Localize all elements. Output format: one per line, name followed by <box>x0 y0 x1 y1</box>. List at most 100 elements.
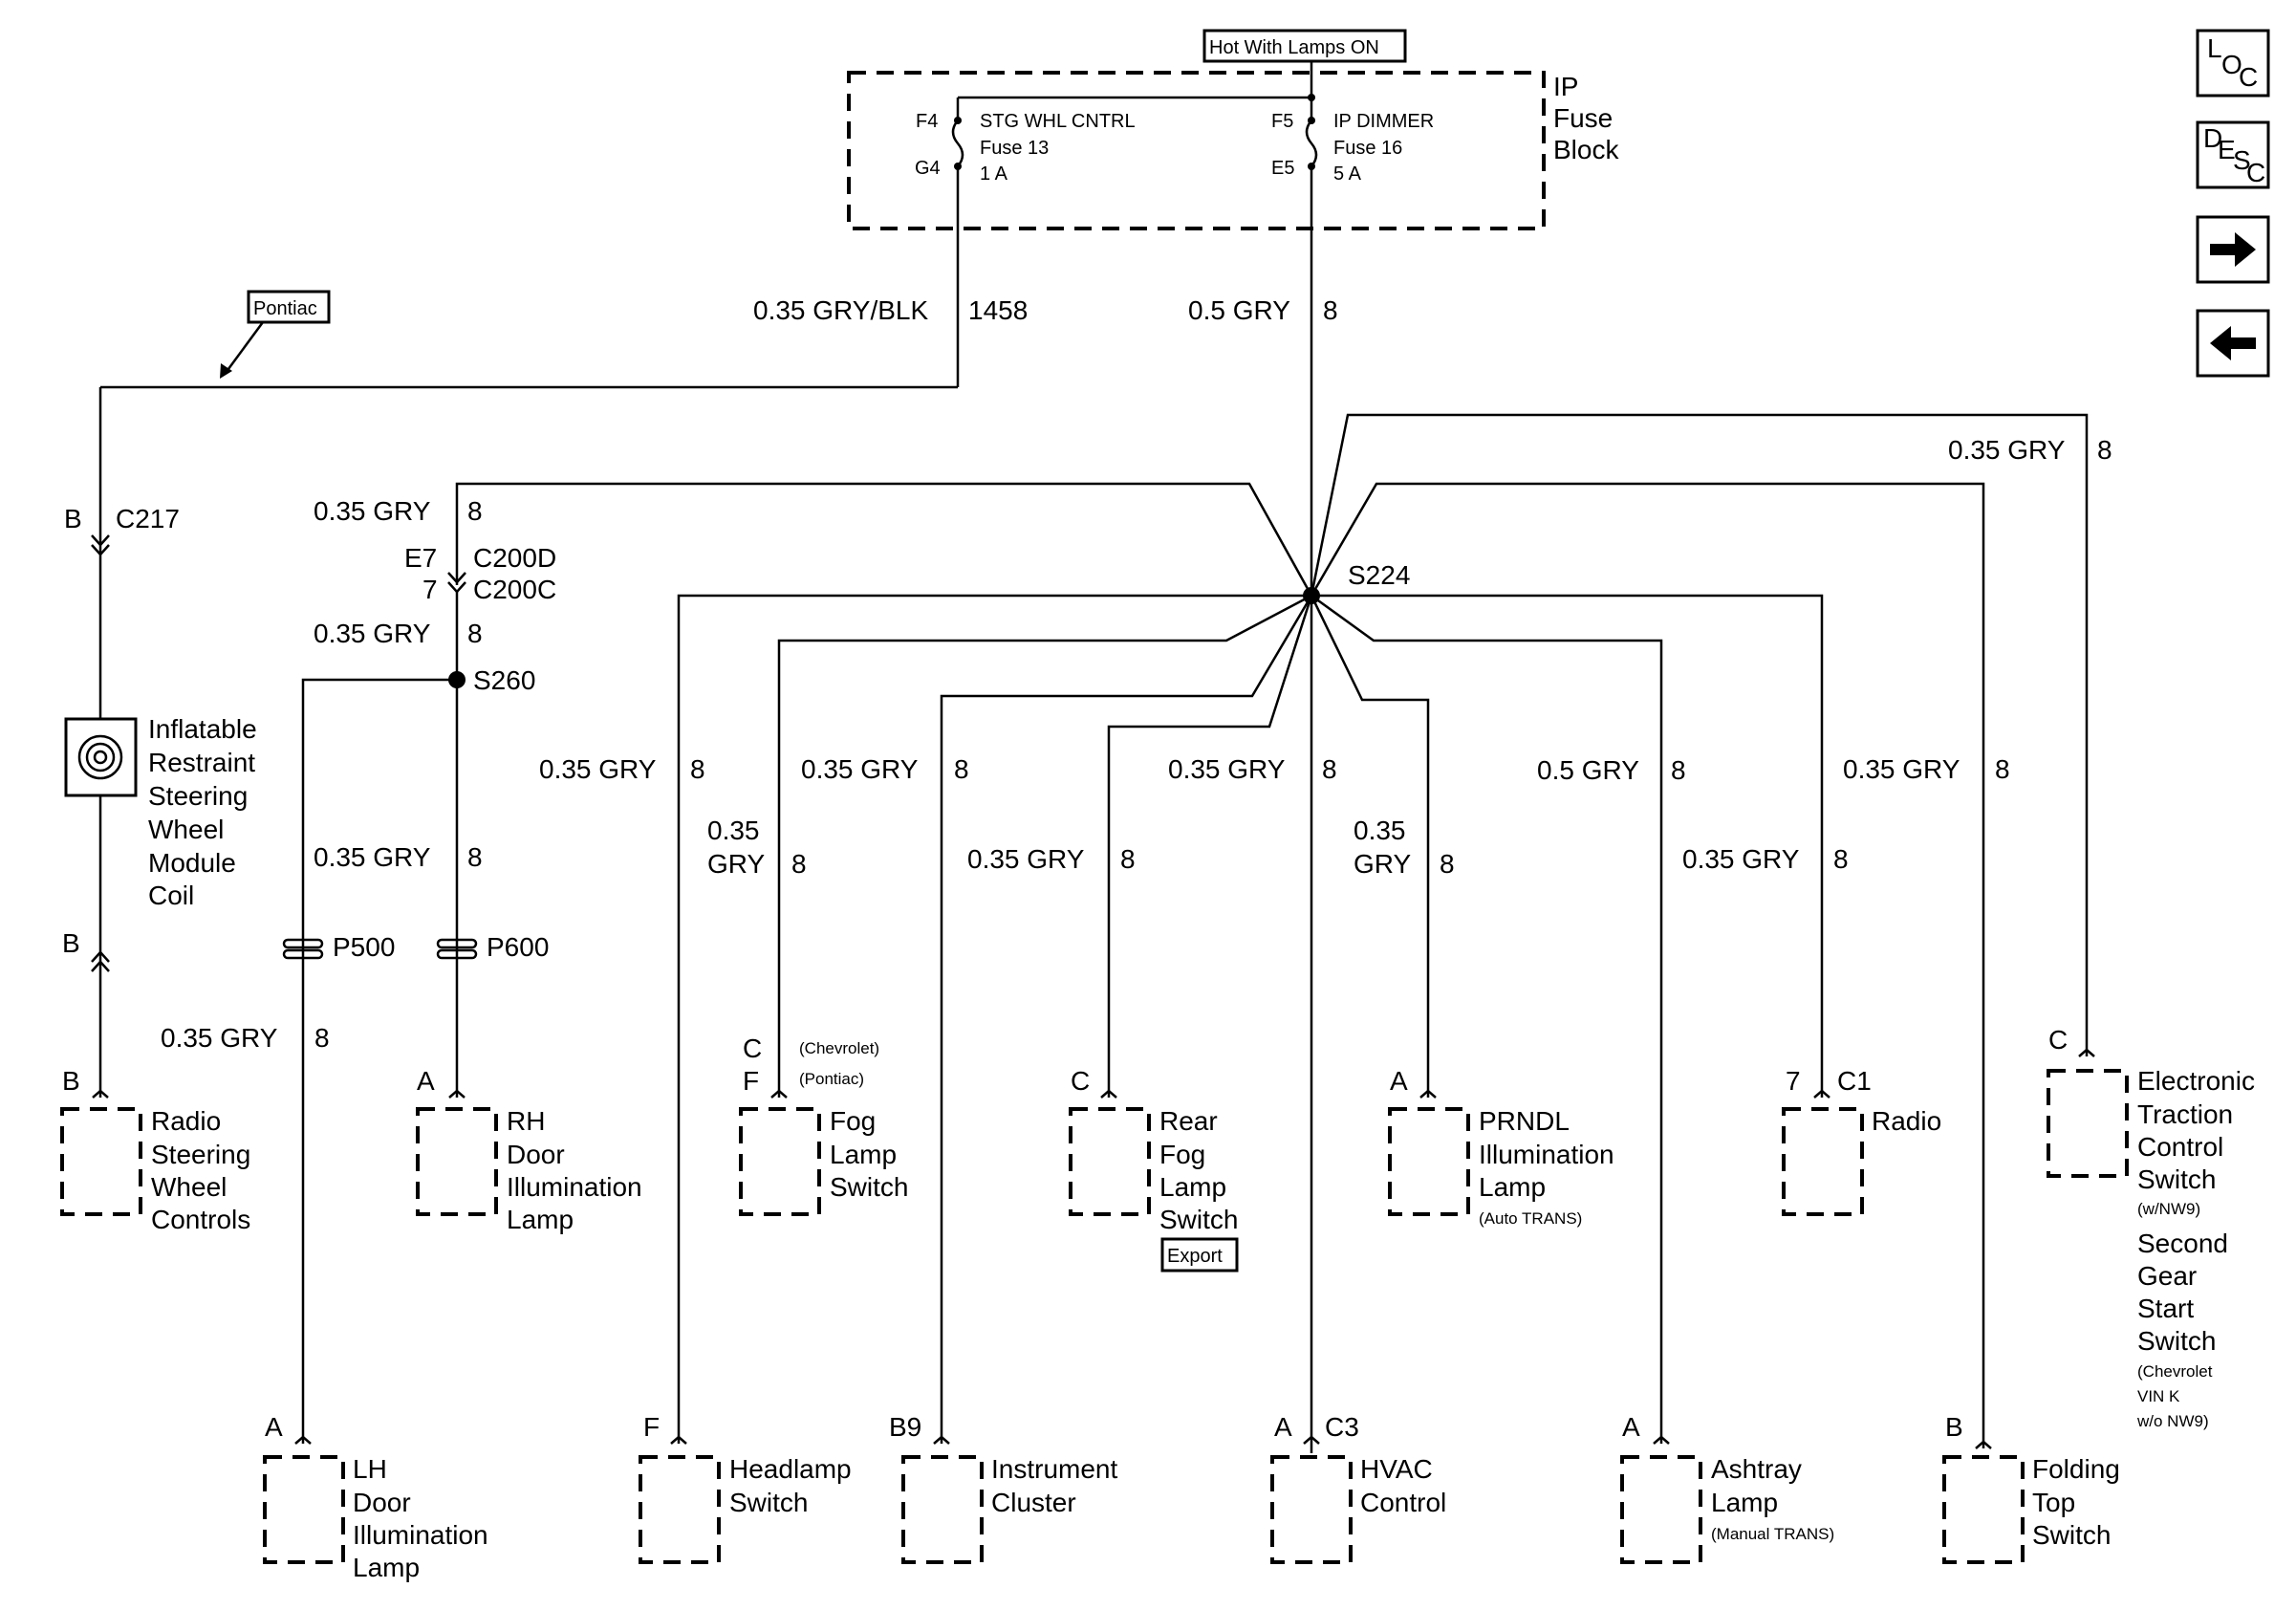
rh-door-illumination-lamp-box <box>416 1107 498 1216</box>
component-label: Lamp <box>1159 1172 1226 1202</box>
folding-top-switch-box <box>1942 1455 2025 1564</box>
pin-label: C <box>2048 1025 2068 1055</box>
component-label: Control <box>2137 1132 2223 1162</box>
pin-label: A <box>1390 1066 1408 1096</box>
component-label: Controls <box>151 1205 250 1234</box>
pin-label: C <box>743 1033 762 1063</box>
wire-instrument-cluster-branch <box>940 595 1313 1444</box>
wire-gauge-label: 0.35 GRY <box>801 754 919 784</box>
splice-s224-label: S224 <box>1348 560 1410 590</box>
wire-radio-branch <box>1311 594 1824 1098</box>
wire-gauge-label: 0.5 GRY <box>1188 295 1290 325</box>
wire-gauge-label: 0.35 GRY <box>967 844 1085 874</box>
pin-label: A <box>1622 1412 1640 1442</box>
component-label: Illumination <box>353 1520 488 1550</box>
terminal-icon <box>1100 1089 1117 1099</box>
ip-fuse-block-outline <box>847 71 1546 230</box>
component-label: Steering <box>151 1140 250 1169</box>
connector-female-icon <box>91 534 110 556</box>
component-label: Electronic <box>2137 1066 2255 1096</box>
pin-label: A <box>1274 1412 1292 1442</box>
component-label: Illumination <box>1479 1140 1614 1169</box>
back-button[interactable] <box>2196 309 2270 378</box>
circuit-number-label: 8 <box>1671 755 1686 785</box>
pin-label: G4 <box>915 158 941 179</box>
component-label: HVAC <box>1360 1454 1433 1484</box>
terminal-icon <box>670 1435 687 1445</box>
pin-label: B <box>1945 1412 1963 1442</box>
circuit-number-label: 8 <box>314 1023 330 1053</box>
wire-etc-branch <box>1310 413 2089 1056</box>
hot-with-lamps-on-tag <box>1202 29 1407 63</box>
desc-letter: S <box>2233 145 2251 175</box>
component-label: Lamp <box>507 1205 574 1234</box>
component-label: Radio <box>1872 1106 1941 1136</box>
circuit-number-label: 8 <box>791 849 807 879</box>
terminal-icon <box>1813 1089 1830 1099</box>
splice-s260-label: S260 <box>473 665 535 695</box>
instrument-cluster-box <box>901 1455 984 1564</box>
component-label: Switch <box>1159 1205 1238 1234</box>
circuit-number-label: 1458 <box>968 295 1028 325</box>
connector-male-icon <box>91 950 110 972</box>
wire-gauge-label: 0.35 GRY <box>1843 754 1960 784</box>
component-label: Module <box>148 848 236 878</box>
component-label: Fog <box>1159 1140 1205 1169</box>
component-label: Control <box>1360 1488 1446 1517</box>
export-tag-label: Export <box>1167 1246 1223 1267</box>
pontiac-tag <box>247 290 331 324</box>
connector-c200d-label: C200D <box>473 543 556 573</box>
desc-letter: C <box>2246 158 2265 187</box>
terminal-icon <box>770 1089 788 1099</box>
variant-note: VIN K <box>2137 1387 2180 1405</box>
description-button[interactable]: D E S C <box>2196 120 2270 189</box>
component-label: Headlamp <box>729 1454 852 1484</box>
component-label: Lamp <box>353 1553 420 1582</box>
pin-label: A <box>265 1412 283 1442</box>
fuse-13-rating: 1 A <box>980 163 1008 185</box>
location-button[interactable]: L O C <box>2196 29 2270 98</box>
variant-note: (Pontiac) <box>799 1070 864 1088</box>
circuit-number-label: 8 <box>467 842 483 872</box>
connector-p500-label: P500 <box>333 932 395 962</box>
component-label: Traction <box>2137 1099 2233 1129</box>
circuit-number-label: 8 <box>1120 844 1136 874</box>
wire-gauge-label: 0.35 GRY <box>161 1023 278 1053</box>
component-label: Ashtray <box>1711 1454 1802 1484</box>
terminal-icon <box>2078 1048 2095 1057</box>
wire-gauge-label: 0.35 GRY <box>1682 844 1800 874</box>
fuse-13-number: Fuse 13 <box>980 138 1049 159</box>
wire-gauge-label: 0.5 GRY <box>1537 755 1639 785</box>
component-label: Steering <box>148 781 248 811</box>
harness-splice-icon <box>436 938 478 949</box>
wire-gauge-label: 0.35 GRY/BLK <box>753 295 928 325</box>
component-label: Second <box>2137 1229 2228 1258</box>
forward-button[interactable] <box>2196 215 2270 284</box>
desc-letter: D <box>2203 123 2222 153</box>
fog-lamp-switch-box <box>739 1107 821 1216</box>
terminal-icon <box>448 1089 466 1099</box>
rear-fog-lamp-switch-box <box>1069 1107 1151 1216</box>
clockspring-coil-icon <box>64 717 138 797</box>
hot-with-lamps-on-label: Hot With Lamps ON <box>1209 37 1379 58</box>
pontiac-tag-label: Pontiac <box>253 298 317 319</box>
circuit-number-label: 8 <box>467 619 483 648</box>
wire-gauge-label: 0.35 GRY <box>314 842 431 872</box>
circuit-number-label: 8 <box>1323 295 1338 325</box>
wire-gauge-label: GRY <box>707 849 765 879</box>
wire-gauge-label: 0.35 GRY <box>539 754 657 784</box>
pin-label: F <box>643 1412 660 1442</box>
component-label: Gear <box>2137 1261 2197 1291</box>
connector-c200c-label: C200C <box>473 575 556 604</box>
terminal-icon <box>1303 1435 1320 1445</box>
pin-label: E7 <box>404 543 437 573</box>
hvac-control-box <box>1270 1455 1353 1564</box>
wire-gauge-label: 0.35 <box>707 816 760 845</box>
component-label: Radio <box>151 1106 221 1136</box>
pin-label: 7 <box>422 575 438 604</box>
component-label: Folding <box>2032 1454 2120 1484</box>
radio-box <box>1782 1107 1864 1216</box>
wire-gauge-label: 0.35 GRY <box>314 619 431 648</box>
wire-gauge-label: 0.35 GRY <box>1948 435 2066 465</box>
component-label: PRNDL <box>1479 1106 1570 1136</box>
